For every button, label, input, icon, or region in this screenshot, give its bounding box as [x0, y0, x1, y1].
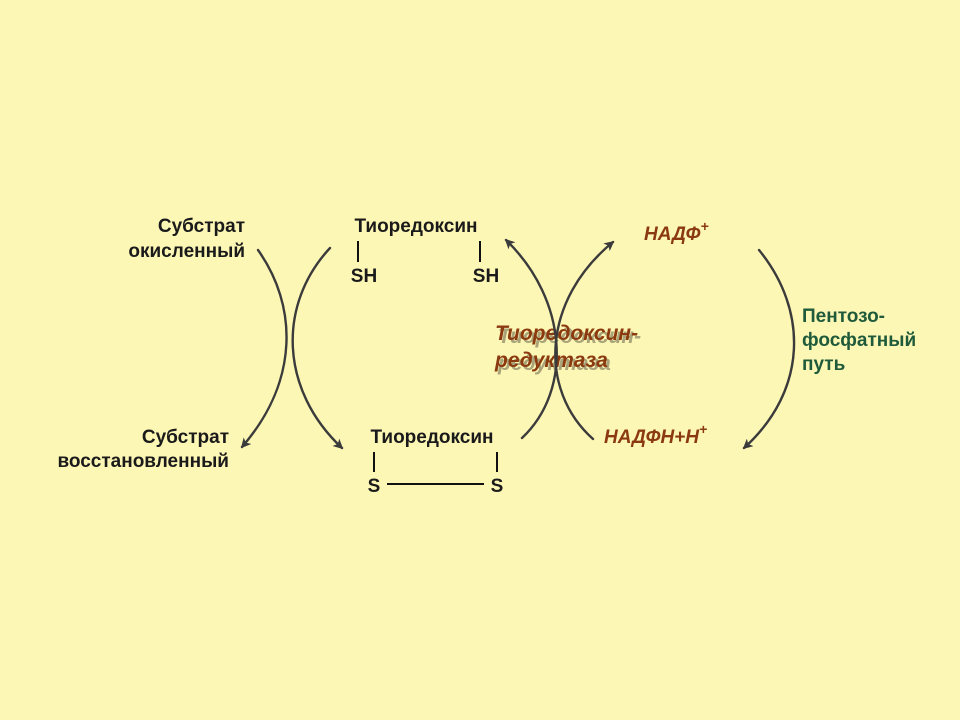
sh-left-label: SH	[351, 266, 377, 287]
s-right-label: S	[491, 476, 504, 497]
substrate-oxidized-line2: окисленный	[128, 241, 245, 262]
enzyme-label-shadow-line1: Тиоредоксин-	[498, 325, 641, 348]
arrow-substrate-oxidized-to-reduced	[240, 248, 288, 449]
pathway-line1: Пентозо-	[802, 306, 885, 327]
substrate-reduced-line1: Субстрат	[142, 427, 229, 448]
nadp-label: НАДФ+	[644, 218, 709, 245]
enzyme-label-line2: редуктаза	[494, 349, 608, 372]
pathway-line2: фосфатный	[802, 330, 916, 351]
arrow-pentose-phosphate-pathway	[742, 248, 796, 450]
nadph-label: НАДФН+Н+	[604, 421, 707, 448]
arrow-nadph-to-nadp	[554, 240, 615, 441]
substrate-reduced-line2: восстановленный	[57, 451, 229, 472]
arrow-thioredoxin-reduced-to-oxidized	[291, 246, 344, 450]
s-left-label: S	[368, 476, 381, 497]
enzyme-label-line1: Тиоредоксин-	[495, 322, 638, 345]
sh-right-label: SH	[473, 266, 499, 287]
thioredoxin-reduced-label: Тиоредоксин	[355, 216, 478, 237]
enzyme-label-shadow-line2: редуктаза	[497, 352, 611, 375]
thioredoxin-oxidized-label: Тиоредоксин	[371, 427, 494, 448]
substrate-oxidized-line1: Субстрат	[158, 216, 245, 237]
pathway-line3: путь	[802, 354, 845, 375]
